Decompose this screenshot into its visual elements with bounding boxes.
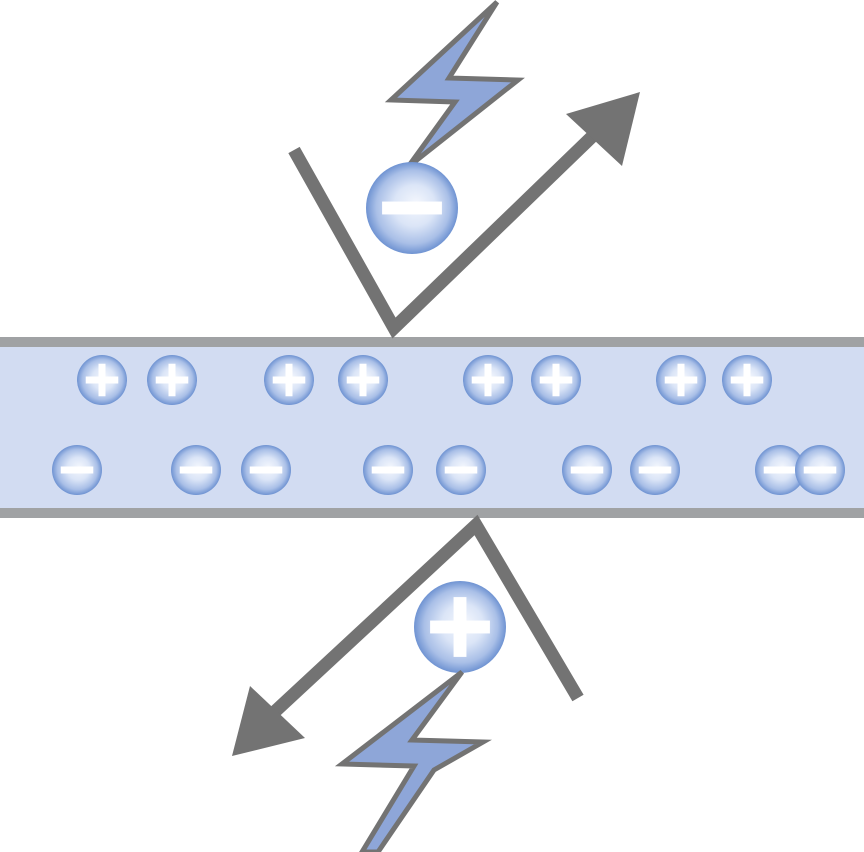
negative-ion-icon bbox=[52, 445, 102, 495]
negative-ion-icon bbox=[755, 445, 805, 495]
negative-ion-icon bbox=[562, 445, 612, 495]
positive-ion-icon bbox=[414, 581, 506, 673]
material-band bbox=[0, 337, 864, 518]
top-reflection-arrow-icon bbox=[288, 92, 640, 339]
negative-ion-icon bbox=[171, 445, 221, 495]
positive-ion-icon bbox=[463, 355, 513, 405]
positive-ion-icon bbox=[531, 355, 581, 405]
lightning-bolt-icon bbox=[384, 0, 525, 169]
band-bottom-edge bbox=[0, 508, 864, 518]
negative-ion-icon bbox=[241, 445, 291, 495]
positive-ion-icon bbox=[722, 355, 772, 405]
band-ions bbox=[52, 355, 845, 495]
positive-ion-icon bbox=[264, 355, 314, 405]
negative-ion-icon bbox=[795, 445, 845, 495]
band-fill bbox=[0, 340, 864, 515]
negative-ion-icon bbox=[630, 445, 680, 495]
band-top-edge bbox=[0, 337, 864, 347]
arrowhead-icon bbox=[566, 92, 640, 166]
positive-ion-icon bbox=[147, 355, 197, 405]
positive-ion-icon bbox=[656, 355, 706, 405]
bottom-reflection-arrow-icon bbox=[232, 514, 584, 756]
lightning-bolt-icon bbox=[334, 670, 492, 852]
arrowhead-icon bbox=[232, 686, 305, 756]
positive-ion-icon bbox=[338, 355, 388, 405]
positive-ion-icon bbox=[77, 355, 127, 405]
incoming-negative-ion-icon bbox=[366, 162, 458, 254]
negative-ion-icon bbox=[363, 445, 413, 495]
negative-ion-icon bbox=[366, 162, 458, 254]
negative-ion-icon bbox=[436, 445, 486, 495]
incoming-positive-ion-icon bbox=[414, 581, 506, 673]
